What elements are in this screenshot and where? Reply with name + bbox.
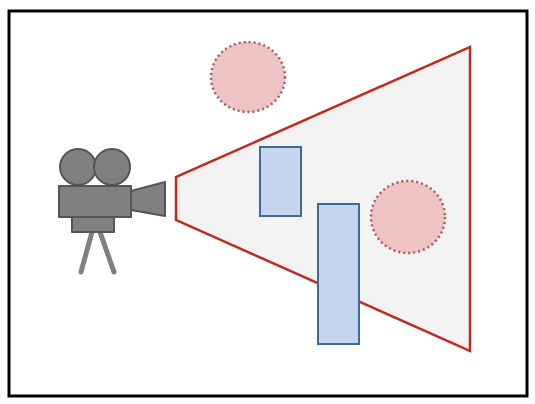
camera-body — [58, 185, 132, 218]
camera-mount — [71, 215, 115, 233]
camera-lens — [130, 181, 166, 217]
target-circle-inside — [369, 179, 447, 255]
camera-tripod-leg-right — [97, 229, 117, 275]
camera-reel-left — [59, 148, 97, 186]
occluder-rect-small — [259, 146, 302, 217]
camera-reel-right — [93, 148, 131, 186]
target-circle-outside — [209, 40, 287, 114]
camera-tripod-leg-left — [78, 229, 95, 275]
camera-view-frustum — [174, 45, 472, 353]
video-camera-icon — [58, 148, 166, 275]
occluder-rect-tall — [317, 203, 360, 345]
